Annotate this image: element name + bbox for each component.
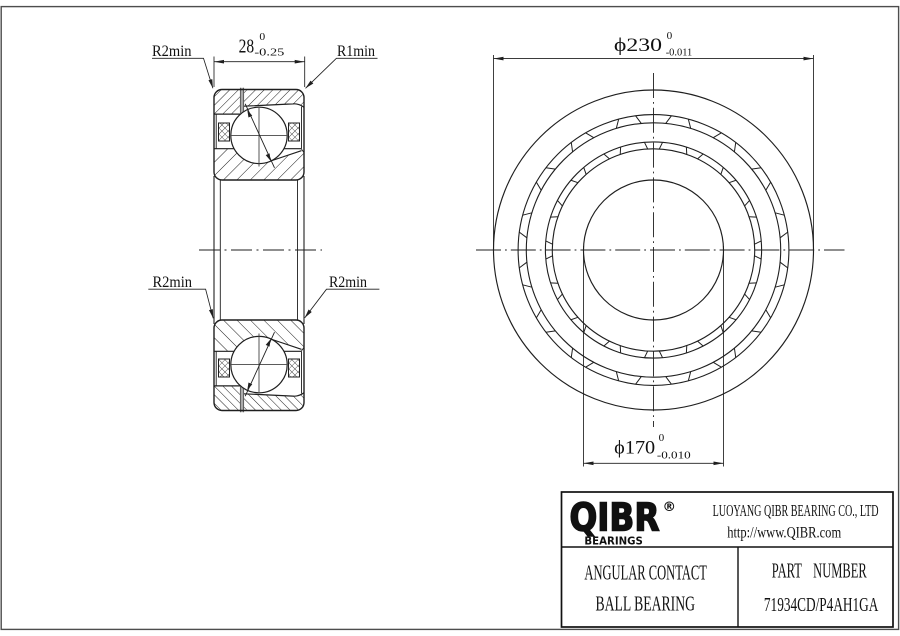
leader-top-right-arrow — [305, 80, 314, 89]
leader-bottom-left — [148, 288, 214, 319]
label-radius-top-right: R1min — [337, 43, 375, 60]
website: http://www.QIBR.com — [727, 525, 841, 542]
width-dim-lower-tol: -0.25 — [254, 47, 285, 59]
company-name: LUOYANG QIBR BEARING CO., LTD — [713, 501, 879, 520]
bore-extension-lines — [583, 246, 724, 467]
outer-ring-left — [214, 89, 241, 115]
label-radius-bottom-left: R2min — [153, 274, 193, 291]
part-number-value: 71934CD/P4AH1GA — [764, 594, 879, 616]
outer-ring-channel-edges — [239, 87, 245, 114]
inner-ring-relief-line — [270, 150, 302, 162]
brand-area: QIBR ® BEARINGS — [569, 495, 677, 548]
title-block: QIBR ® BEARINGS LUOYANG QIBR BEARING CO.… — [560, 491, 894, 628]
bore-dim-upper-tol: 0 — [659, 433, 665, 444]
width-extension-lines — [213, 56, 306, 87]
front-view — [476, 73, 845, 427]
bore-dim-lower-tol: -0.010 — [657, 451, 691, 462]
contact-arrow-upper — [247, 109, 253, 118]
label-radius-top-left: R2min — [152, 43, 192, 60]
leader-bottom-right-arrow — [304, 309, 312, 318]
title-block-border — [560, 491, 894, 628]
brand-tagline: BEARINGS — [584, 534, 643, 547]
label-radius-bottom-right: R2min — [329, 274, 367, 291]
od-dim-value: ϕ230 — [614, 36, 662, 56]
bore-dim-value: ϕ170 — [614, 438, 655, 458]
product-name-line2: BALL BEARING — [596, 591, 696, 615]
width-dim-upper-tol: 0 — [259, 31, 265, 43]
part-number-label: PART NUMBER — [772, 559, 867, 583]
section-view-bottom-half — [213, 319, 305, 413]
product-name-line1: ANGULAR CONTACT — [584, 561, 707, 585]
page-frame — [0, 5, 900, 631]
section-outline — [213, 88, 305, 181]
brand-logo: QIBR — [570, 496, 660, 540]
outer-ring-channel — [240, 87, 244, 114]
od-dim-upper-tol: 0 — [667, 31, 673, 42]
leader-top-left — [152, 57, 214, 89]
cage-left — [218, 122, 230, 142]
leader-top-right — [305, 57, 378, 89]
cage-right — [288, 122, 300, 142]
section-view — [199, 87, 322, 413]
leader-bottom-left-arrow — [208, 309, 214, 319]
outer-ring-right-bottom-line — [243, 103, 305, 108]
width-dim-arrows — [214, 59, 305, 64]
contact-arrow-lower — [265, 153, 271, 162]
od-extension-lines — [493, 55, 814, 248]
leader-bottom-right — [304, 288, 380, 319]
leader-top-left-arrow — [208, 79, 213, 89]
cage-outer-pocket-ticks — [518, 115, 789, 385]
ball-crosshair — [231, 108, 287, 167]
od-dim-lower-tol: -0.011 — [666, 47, 693, 58]
registered-mark: ® — [663, 499, 677, 515]
width-dim-value: 28 — [239, 35, 255, 57]
title-block-dividers — [561, 546, 893, 627]
cage-inner-pocket-ticks — [545, 142, 762, 358]
section-dimensions: R2min R1min R2min R2min 28 0 -0.25 — [148, 31, 380, 319]
outer-ring-right — [243, 89, 304, 108]
front-view-dimensions: ϕ230 0 -0.011 ϕ170 0 -0.010 — [493, 31, 814, 467]
section-view-top-half — [213, 87, 305, 181]
